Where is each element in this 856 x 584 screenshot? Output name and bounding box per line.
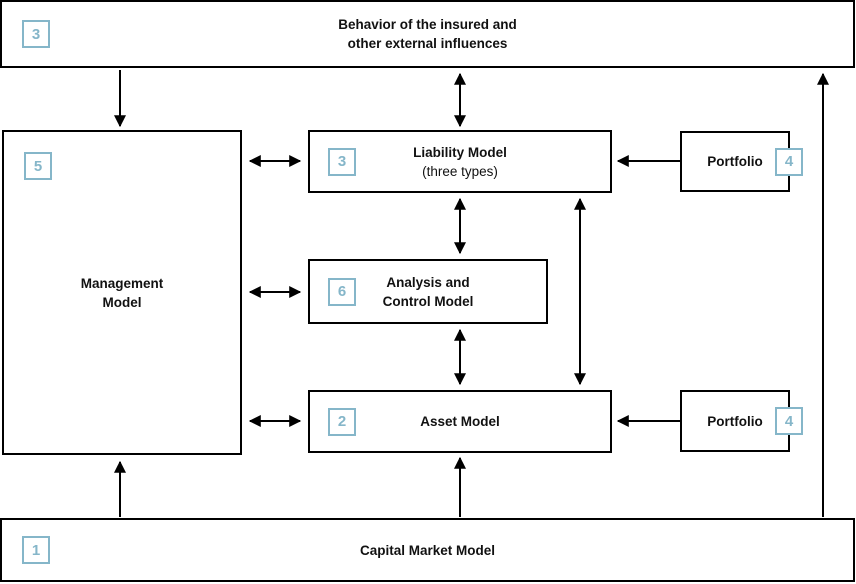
portfolio-bottom-badge: 4 <box>775 407 803 435</box>
management-label-line2: Model <box>102 294 142 310</box>
behavior-box: 3 Behavior of the insured and other exte… <box>0 0 855 68</box>
behavior-label-line2: other external influences <box>347 36 508 51</box>
liability-badge: 3 <box>328 147 356 176</box>
liability-label-line1: Liability Model <box>413 144 507 160</box>
portfolio-top-badge: 4 <box>775 147 803 176</box>
management-label: Management Model <box>81 274 164 312</box>
liability-label: Liability Model (three types) <box>413 143 507 181</box>
capital-label: Capital Market Model <box>359 542 496 558</box>
behavior-label: Behavior of the insured and other extern… <box>338 15 517 53</box>
analysis-label: Analysis and Control Model <box>383 273 474 311</box>
asset-model-box: 2 Asset Model <box>308 390 612 453</box>
management-label-line1: Management <box>80 275 164 291</box>
analysis-label-line2: Control Model <box>382 293 474 309</box>
behavior-label-line1: Behavior of the insured and <box>338 17 517 32</box>
analysis-control-model-box: 6 Analysis and Control Model <box>308 259 548 324</box>
portfolio-top-label: Portfolio <box>707 154 763 169</box>
portfolio-bottom-box: 4 Portfolio <box>680 390 803 452</box>
liability-model-box: 3 Liability Model (three types) <box>308 130 612 193</box>
management-badge: 5 <box>24 152 52 180</box>
capital-badge: 1 <box>22 536 50 564</box>
liability-label-line2: (three types) <box>422 163 498 179</box>
behavior-badge: 3 <box>22 20 50 48</box>
asset-label: Asset Model <box>420 414 500 429</box>
analysis-badge: 6 <box>328 277 356 306</box>
portfolio-bottom-label: Portfolio <box>707 413 763 429</box>
analysis-label-line1: Analysis and <box>386 274 470 290</box>
portfolio-top-box: 4 Portfolio <box>680 131 803 192</box>
capital-market-model-box: 1 Capital Market Model <box>0 518 855 582</box>
asset-badge: 2 <box>328 407 356 436</box>
management-model-box: 5 Management Model <box>2 130 242 455</box>
